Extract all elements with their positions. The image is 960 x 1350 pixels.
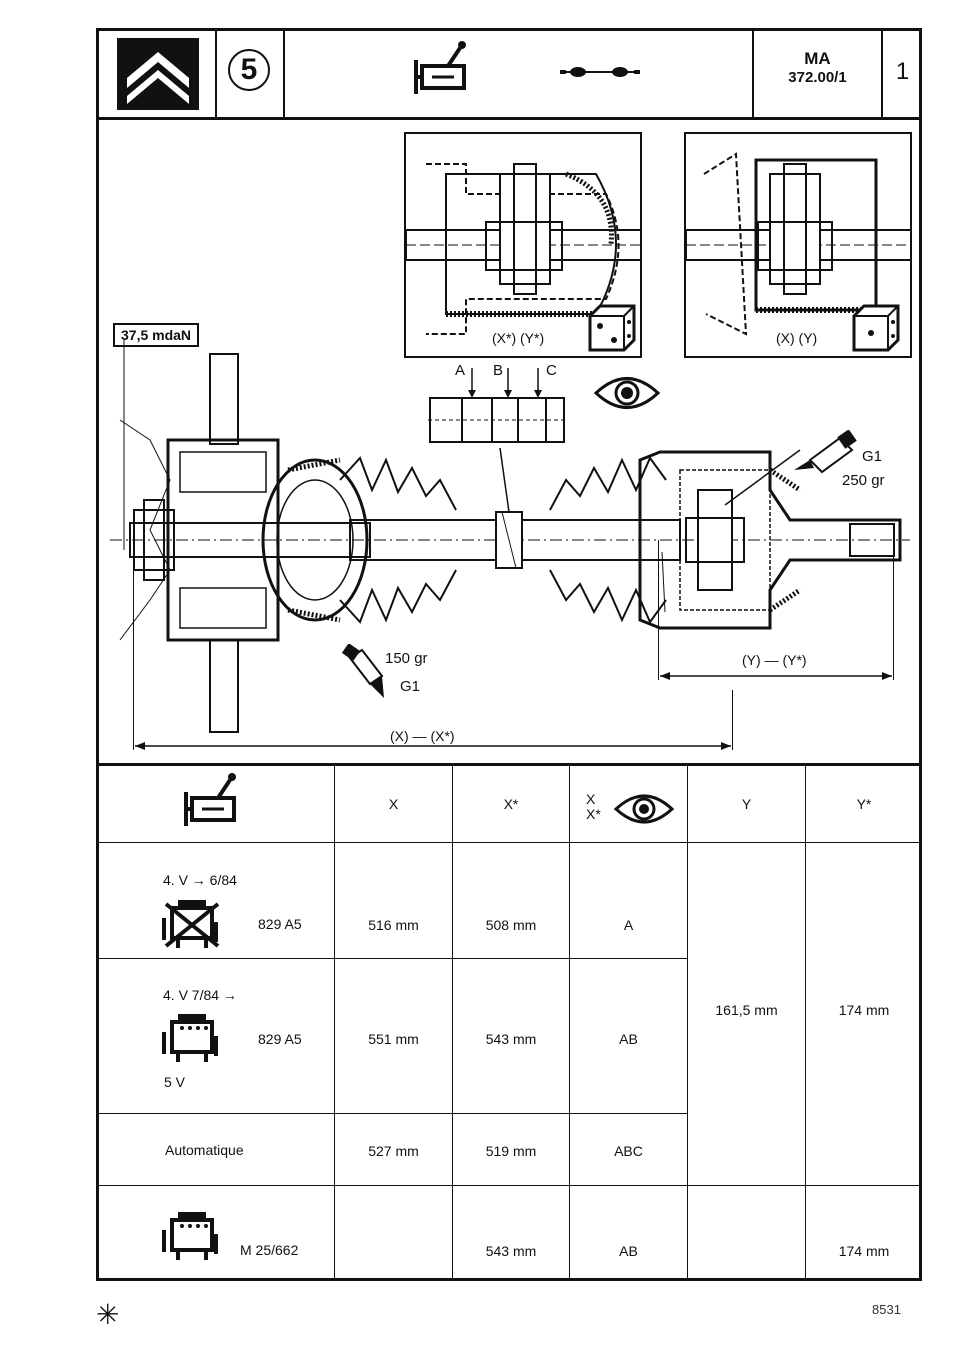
engine-icon: [162, 1014, 218, 1062]
eye-icon: [613, 794, 675, 824]
footer-asterisk-icon: ✳: [96, 1299, 120, 1330]
row3-x: 527 mm: [368, 1143, 419, 1159]
grease-left-code: G1: [400, 678, 421, 695]
row2-code: 829 A5: [258, 1031, 302, 1047]
header-divider: [283, 28, 285, 118]
grease-right-qty: 250 gr: [842, 472, 885, 489]
engine-icon: [162, 1212, 218, 1260]
row1-code: 829 A5: [258, 916, 302, 932]
page-number: 1: [895, 58, 910, 85]
row4-y: [688, 1226, 805, 1276]
ring-mark-a: A: [455, 362, 466, 379]
grease-tube-icon: [794, 430, 857, 474]
footer-ref: 8531: [872, 1302, 901, 1317]
dice-icon: [588, 304, 636, 352]
row2-mark: AB: [619, 1031, 638, 1047]
col-header-xs: X*: [503, 796, 519, 812]
header-divider: [881, 28, 883, 118]
dim-x-arrow: [135, 742, 731, 750]
dim-x-label: (X) — (X*): [390, 728, 455, 744]
col-line: [569, 765, 570, 1281]
grease-left-qty: 150 gr: [385, 650, 428, 667]
dim-x-ext-right: [732, 690, 733, 750]
row4-xs: 543 mm: [485, 1243, 537, 1259]
gearbox-icon: [184, 773, 236, 826]
joint-section-left-illustration: [406, 163, 640, 336]
col-header-x: X: [388, 796, 399, 812]
dim-y-ext-right: [893, 530, 894, 680]
header-divider: [215, 28, 217, 118]
dice-icon: [852, 304, 900, 352]
row4-mark: AB: [619, 1243, 638, 1259]
col-header-mark-xs: X*: [586, 806, 601, 822]
row1-xs: 508 mm: [485, 917, 537, 933]
col-header-y: Y: [741, 796, 752, 812]
row3-xs: 519 mm: [485, 1143, 537, 1159]
grease-tube-icon: [341, 644, 384, 698]
inset-joint-right: (X) (Y): [684, 132, 912, 358]
doc-code-line2: 372.00/1: [788, 69, 847, 86]
gearbox-icon: [414, 41, 466, 94]
col-header-mark-x: X: [586, 791, 596, 807]
merged-ys: 174 mm: [838, 1002, 890, 1018]
col-line: [334, 765, 335, 1281]
ring-mark-b: B: [493, 362, 504, 379]
row2-x: 551 mm: [368, 1031, 419, 1047]
row4-x: [335, 1226, 452, 1276]
row-line: [96, 1185, 922, 1186]
row1-mark: A: [623, 917, 634, 933]
dim-y-ext-left: [658, 540, 659, 680]
inset-joint-left: (X*) (Y*): [404, 132, 642, 358]
dim-y-label: (Y) — (Y*): [742, 652, 807, 668]
grease-right-code: G1: [862, 448, 883, 465]
doc-code-line1: MA: [804, 49, 831, 68]
row1-title: 4. V → 6/84: [163, 872, 237, 888]
ring-mark-c: C: [546, 362, 557, 379]
diagram-bottom-rule: [96, 763, 922, 766]
dim-y-arrow: [660, 672, 892, 680]
row4-code: M 25/662: [240, 1242, 299, 1258]
inset-left-label: (X*) (Y*): [492, 330, 545, 346]
merged-y: 161,5 mm: [715, 1002, 778, 1018]
inset-right-label: (X) (Y): [776, 330, 818, 346]
row3-title: Automatique: [165, 1142, 244, 1158]
torque-label: 37,5 mdaN: [113, 323, 200, 347]
ring-marks-detail: [428, 368, 566, 443]
col-header-ys: Y*: [856, 796, 872, 812]
row2-xs: 543 mm: [485, 1031, 537, 1047]
citroen-logo-icon: [117, 38, 199, 110]
col-line: [805, 765, 806, 1281]
row-line: [96, 958, 688, 959]
row-line: [96, 842, 922, 843]
row2-title: 4. V 7/84 →: [163, 987, 237, 1003]
row3-mark: ABC: [614, 1143, 643, 1159]
row-line: [96, 1113, 688, 1114]
col-line: [687, 765, 688, 1281]
header-rule: [96, 117, 922, 120]
engine-crossed-icon: [162, 900, 220, 948]
row1-x: 516 mm: [368, 917, 419, 933]
row4-ys: 174 mm: [838, 1243, 890, 1259]
driveshaft-icon: [560, 67, 640, 77]
row2-sub: 5 V: [164, 1074, 186, 1090]
header-divider: [752, 28, 754, 118]
driveshaft-assembly-illustration: [110, 340, 910, 733]
col-line: [452, 765, 453, 1281]
eye-icon: [593, 377, 661, 409]
section-number-badge: 5: [228, 49, 270, 91]
page-frame: [96, 28, 922, 1281]
dim-x-ext-left: [133, 540, 134, 750]
